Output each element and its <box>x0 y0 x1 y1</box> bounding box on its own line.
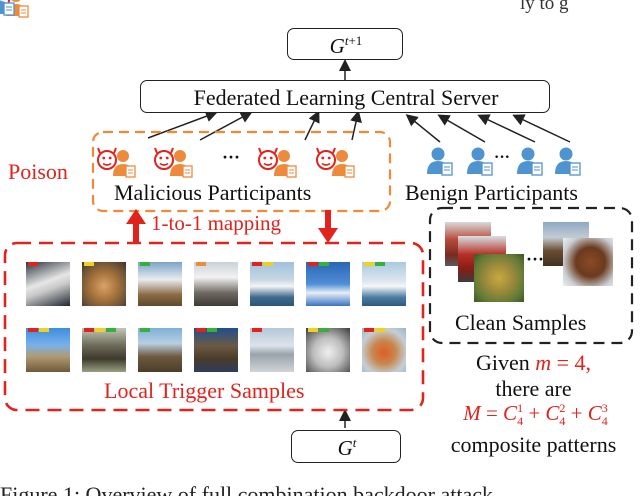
benign-participant-icon-2 <box>466 146 493 176</box>
given-line-1-math: m = 4, <box>535 350 592 375</box>
benign-ellipsis: ··· <box>494 149 511 166</box>
clean-samples-label: Clean Samples <box>455 310 587 335</box>
trigger-samples-label: Local Trigger Samples <box>104 378 305 403</box>
arrow-ben-2 <box>437 114 486 143</box>
given-line-1-prefix: Given <box>475 350 536 375</box>
poison-label: Poison <box>8 159 68 184</box>
given-line-1: Given m = 4, <box>431 352 636 374</box>
given-line-2: there are <box>495 376 572 401</box>
given-line-3: M = C41 + C42 + C43 <box>463 401 608 429</box>
benign-participants-label: Benign Participants <box>405 180 578 205</box>
trigger-thumb-deer-2 <box>138 328 182 372</box>
arrow-mal-3 <box>304 110 320 141</box>
trigger-thumb-ship-2 <box>362 262 406 306</box>
trigger-thumb-bird-1 <box>26 328 70 372</box>
central-server-box: Federated Learning Central Server <box>140 80 550 113</box>
central-server-label: Federated Learning Central Server <box>193 85 499 110</box>
arrow-ben-3 <box>477 114 536 143</box>
trigger-thumb-ship-1 <box>250 262 294 306</box>
clean-samples-ellipsis: ··· <box>526 249 545 269</box>
arrow-mal-4 <box>350 110 362 141</box>
benign-participant-icon-1 <box>426 146 453 176</box>
trigger-samples-box <box>3 241 425 412</box>
trigger-thumb-dog-2 <box>306 328 350 372</box>
arrow-mal-2 <box>199 111 253 141</box>
mapping-up-arrow <box>126 209 146 243</box>
trigger-thumb-cat-1 <box>82 262 126 306</box>
trigger-thumb-bird-2 <box>362 328 406 372</box>
benign-participant-icon <box>0 0 15 16</box>
arrow-ben-4 <box>512 114 571 143</box>
clean-samples-box <box>428 206 634 345</box>
malicious-ellipsis: ··· <box>222 147 241 167</box>
malicious-group-box <box>91 130 392 213</box>
trigger-thumb-deer-3 <box>194 328 238 372</box>
trigger-thumb-car-1 <box>250 328 294 372</box>
global-model-current-box: Gt <box>291 430 401 463</box>
header-fragment: ly to g <box>520 0 569 14</box>
global-model-next-box: Gt+1 <box>287 28 403 60</box>
given-line-4: composite patterns <box>450 432 617 457</box>
arrow-ben-1 <box>405 114 441 143</box>
benign-participant-icon-3 <box>516 146 543 176</box>
global-model-next-label: Gt+1 <box>329 33 363 58</box>
trigger-thumb-horse-1 <box>138 262 182 306</box>
benign-participant-icon-4 <box>554 146 581 176</box>
malicious-participants-label: Malicious Participants <box>114 180 312 205</box>
trigger-thumb-dog-1 <box>26 262 70 306</box>
mapping-label: 1-to-1 mapping <box>151 211 282 235</box>
arrow-mal-1 <box>147 110 218 139</box>
trigger-thumb-horse-2 <box>194 262 238 306</box>
trigger-thumb-plane-1 <box>306 262 350 306</box>
clean-thumb-horse-front <box>563 238 613 286</box>
mapping-down-arrow <box>318 210 338 243</box>
global-model-current-label: Gt <box>337 435 357 460</box>
trigger-thumb-deer-1 <box>82 328 126 372</box>
clean-thumb-bird <box>474 254 524 302</box>
figure-caption-fragment: Figure 1: Overview of full combination b… <box>0 482 494 496</box>
